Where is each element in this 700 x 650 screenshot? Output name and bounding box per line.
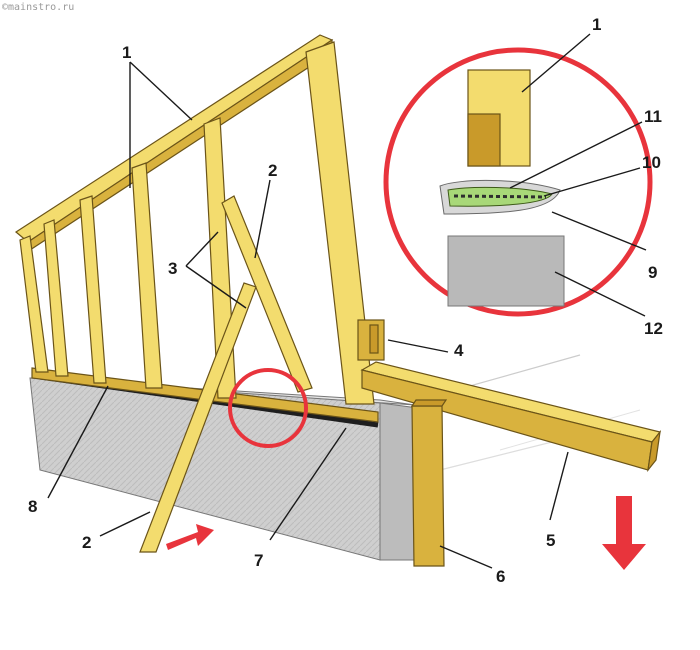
- label-6: 6: [496, 567, 505, 586]
- frame-studs: [19, 41, 375, 405]
- arrow-down-icon: [602, 496, 646, 570]
- lever-beam: [360, 361, 662, 473]
- top-plate: [14, 34, 334, 243]
- watermark: ©mainstro.ru: [2, 2, 75, 13]
- label-1-main: 1: [122, 43, 131, 62]
- label-12: 12: [644, 319, 663, 338]
- label-5: 5: [546, 531, 555, 550]
- label-7: 7: [254, 551, 263, 570]
- top-plate-underside: [27, 38, 333, 251]
- label-2-top: 2: [268, 161, 277, 180]
- sill-highlight-ring: [228, 368, 308, 448]
- detail-inset: [383, 47, 653, 317]
- diagonal-braces: [139, 195, 313, 553]
- label-8: 8: [28, 497, 37, 516]
- bracket-block: [357, 319, 385, 361]
- label-11: 11: [644, 107, 662, 126]
- label-4: 4: [454, 341, 464, 360]
- arrow-right-icon: [166, 524, 214, 550]
- label-2-bottom: 2: [82, 533, 91, 552]
- leader-lines: [47, 33, 647, 569]
- label-3: 3: [168, 259, 177, 278]
- label-10: 10: [642, 153, 661, 172]
- label-9: 9: [648, 263, 657, 282]
- label-1-detail: 1: [592, 15, 601, 34]
- support-post: [410, 399, 448, 567]
